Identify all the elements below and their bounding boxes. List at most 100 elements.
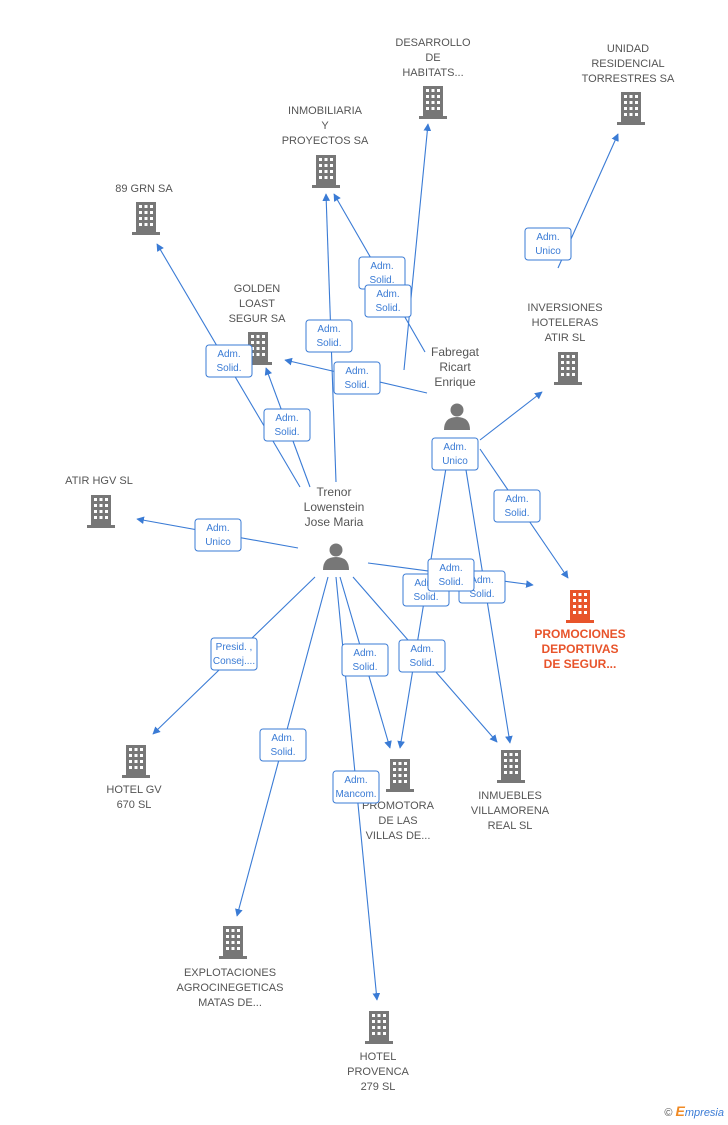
company-atirhgv[interactable]: ATIR HGV SL <box>65 475 133 528</box>
relation-box[interactable] <box>333 361 381 395</box>
relation-box[interactable] <box>364 284 412 318</box>
relation-text: Solid. <box>469 589 494 600</box>
company-label: DE <box>425 52 440 64</box>
edge-fabregat-promotora <box>397 467 447 749</box>
relation-text: Adm. <box>345 366 368 377</box>
relation-label[interactable]: Adm.Solid. <box>205 344 253 378</box>
person-label: Fabregat <box>431 345 480 359</box>
company-label: Y <box>321 120 329 132</box>
relations-layer: Adm.Solid.Adm.Solid.Adm.UnicoAdm.Solid.A… <box>194 227 572 804</box>
relation-label[interactable]: Adm.Solid. <box>341 643 389 677</box>
company-label: HABITATS... <box>402 67 463 79</box>
relation-label[interactable]: Adm.Solid. <box>333 361 381 395</box>
relation-label[interactable]: Adm. Solid. <box>427 558 475 592</box>
relation-box[interactable] <box>194 518 242 552</box>
relation-text: Unico <box>205 537 231 548</box>
building-icon <box>497 750 525 783</box>
company-label: AGROCINEGETICAS <box>177 982 284 994</box>
relation-label[interactable]: Adm. Solid. <box>398 639 446 673</box>
company-label: LOAST <box>239 298 275 310</box>
relation-text: Adm. <box>206 523 229 534</box>
relation-box[interactable] <box>205 344 253 378</box>
company-grn89[interactable]: 89 GRN SA <box>115 183 173 235</box>
edge-fabregat-inversiones <box>479 391 543 441</box>
relation-text: Unico <box>442 456 468 467</box>
company-label: 89 GRN SA <box>115 183 173 195</box>
company-label: TORRESTRES SA <box>582 73 675 85</box>
relation-box[interactable] <box>341 643 389 677</box>
company-label: SEGUR SA <box>229 313 287 325</box>
company-label: MATAS DE... <box>198 997 262 1009</box>
relation-box[interactable] <box>398 639 446 673</box>
relation-text: Solid. <box>369 275 394 286</box>
relation-label[interactable]: Adm. Unico <box>431 437 479 471</box>
company-label: DE SEGUR... <box>544 657 617 671</box>
company-label: VILLAS DE... <box>366 830 431 842</box>
relation-text: Adm. <box>439 563 462 574</box>
relation-box[interactable] <box>524 227 572 261</box>
company-desarrollo[interactable]: DESARROLLODEHABITATS... <box>395 37 471 119</box>
relation-box[interactable] <box>259 728 307 762</box>
relation-label[interactable]: Adm.Solid. <box>364 284 412 318</box>
relation-box[interactable] <box>332 770 380 804</box>
relation-text: Mancom. <box>335 789 376 800</box>
person-label: Ricart <box>439 360 471 374</box>
relation-box[interactable] <box>305 319 353 353</box>
building-icon <box>122 745 150 778</box>
relation-box[interactable] <box>210 637 258 671</box>
person-label: Trenor <box>317 485 352 499</box>
relation-box[interactable] <box>427 558 475 592</box>
company-label: 279 SL <box>361 1081 396 1093</box>
company-label: RESIDENCIAL <box>591 58 664 70</box>
relation-text: Presid. , <box>216 642 253 653</box>
company-label: DEPORTIVAS <box>541 642 618 656</box>
relation-box[interactable] <box>263 408 311 442</box>
company-label: HOTEL <box>360 1051 397 1063</box>
relation-label[interactable]: Adm. Solid. <box>305 319 353 353</box>
relation-label[interactable]: Adm. Unico <box>524 227 572 261</box>
relation-text: Solid. <box>409 658 434 669</box>
relation-text: Solid. <box>438 577 463 588</box>
relation-text: Adm. <box>414 578 437 589</box>
relation-label[interactable]: Adm.Solid. <box>259 728 307 762</box>
person-icon <box>323 543 349 570</box>
relation-label[interactable]: Presid. , Consej.... <box>210 637 258 671</box>
relation-text: Adm. <box>271 733 294 744</box>
company-label: PROMOCIONES <box>534 627 625 641</box>
relation-text: Adm. <box>317 324 340 335</box>
person-icon <box>444 403 470 430</box>
copyright-mark: © <box>664 1107 673 1119</box>
relation-label[interactable]: Adm. Solid. <box>358 256 406 290</box>
relation-label[interactable]: Adm.Solid. <box>493 489 541 523</box>
brand-logo-text: mpresia <box>684 1107 724 1119</box>
relation-box[interactable] <box>493 489 541 523</box>
relation-text: Solid. <box>316 338 341 349</box>
relation-box[interactable] <box>431 437 479 471</box>
relation-text: Unico <box>535 246 561 257</box>
building-icon <box>365 1011 393 1044</box>
relation-text: Consej.... <box>213 656 255 667</box>
relation-text: Adm. <box>370 261 393 272</box>
relation-label[interactable]: Adm.Solid. <box>263 408 311 442</box>
building-icon <box>554 352 582 385</box>
relation-text: Adm. <box>275 413 298 424</box>
relation-label[interactable]: Adm. Unico <box>194 518 242 552</box>
relation-text: Adm. <box>536 232 559 243</box>
relation-label[interactable]: Adm.Mancom. <box>332 770 380 804</box>
relation-text: Adm. <box>443 442 466 453</box>
relation-text: Adm. <box>410 644 433 655</box>
company-label: DE LAS <box>378 815 417 827</box>
